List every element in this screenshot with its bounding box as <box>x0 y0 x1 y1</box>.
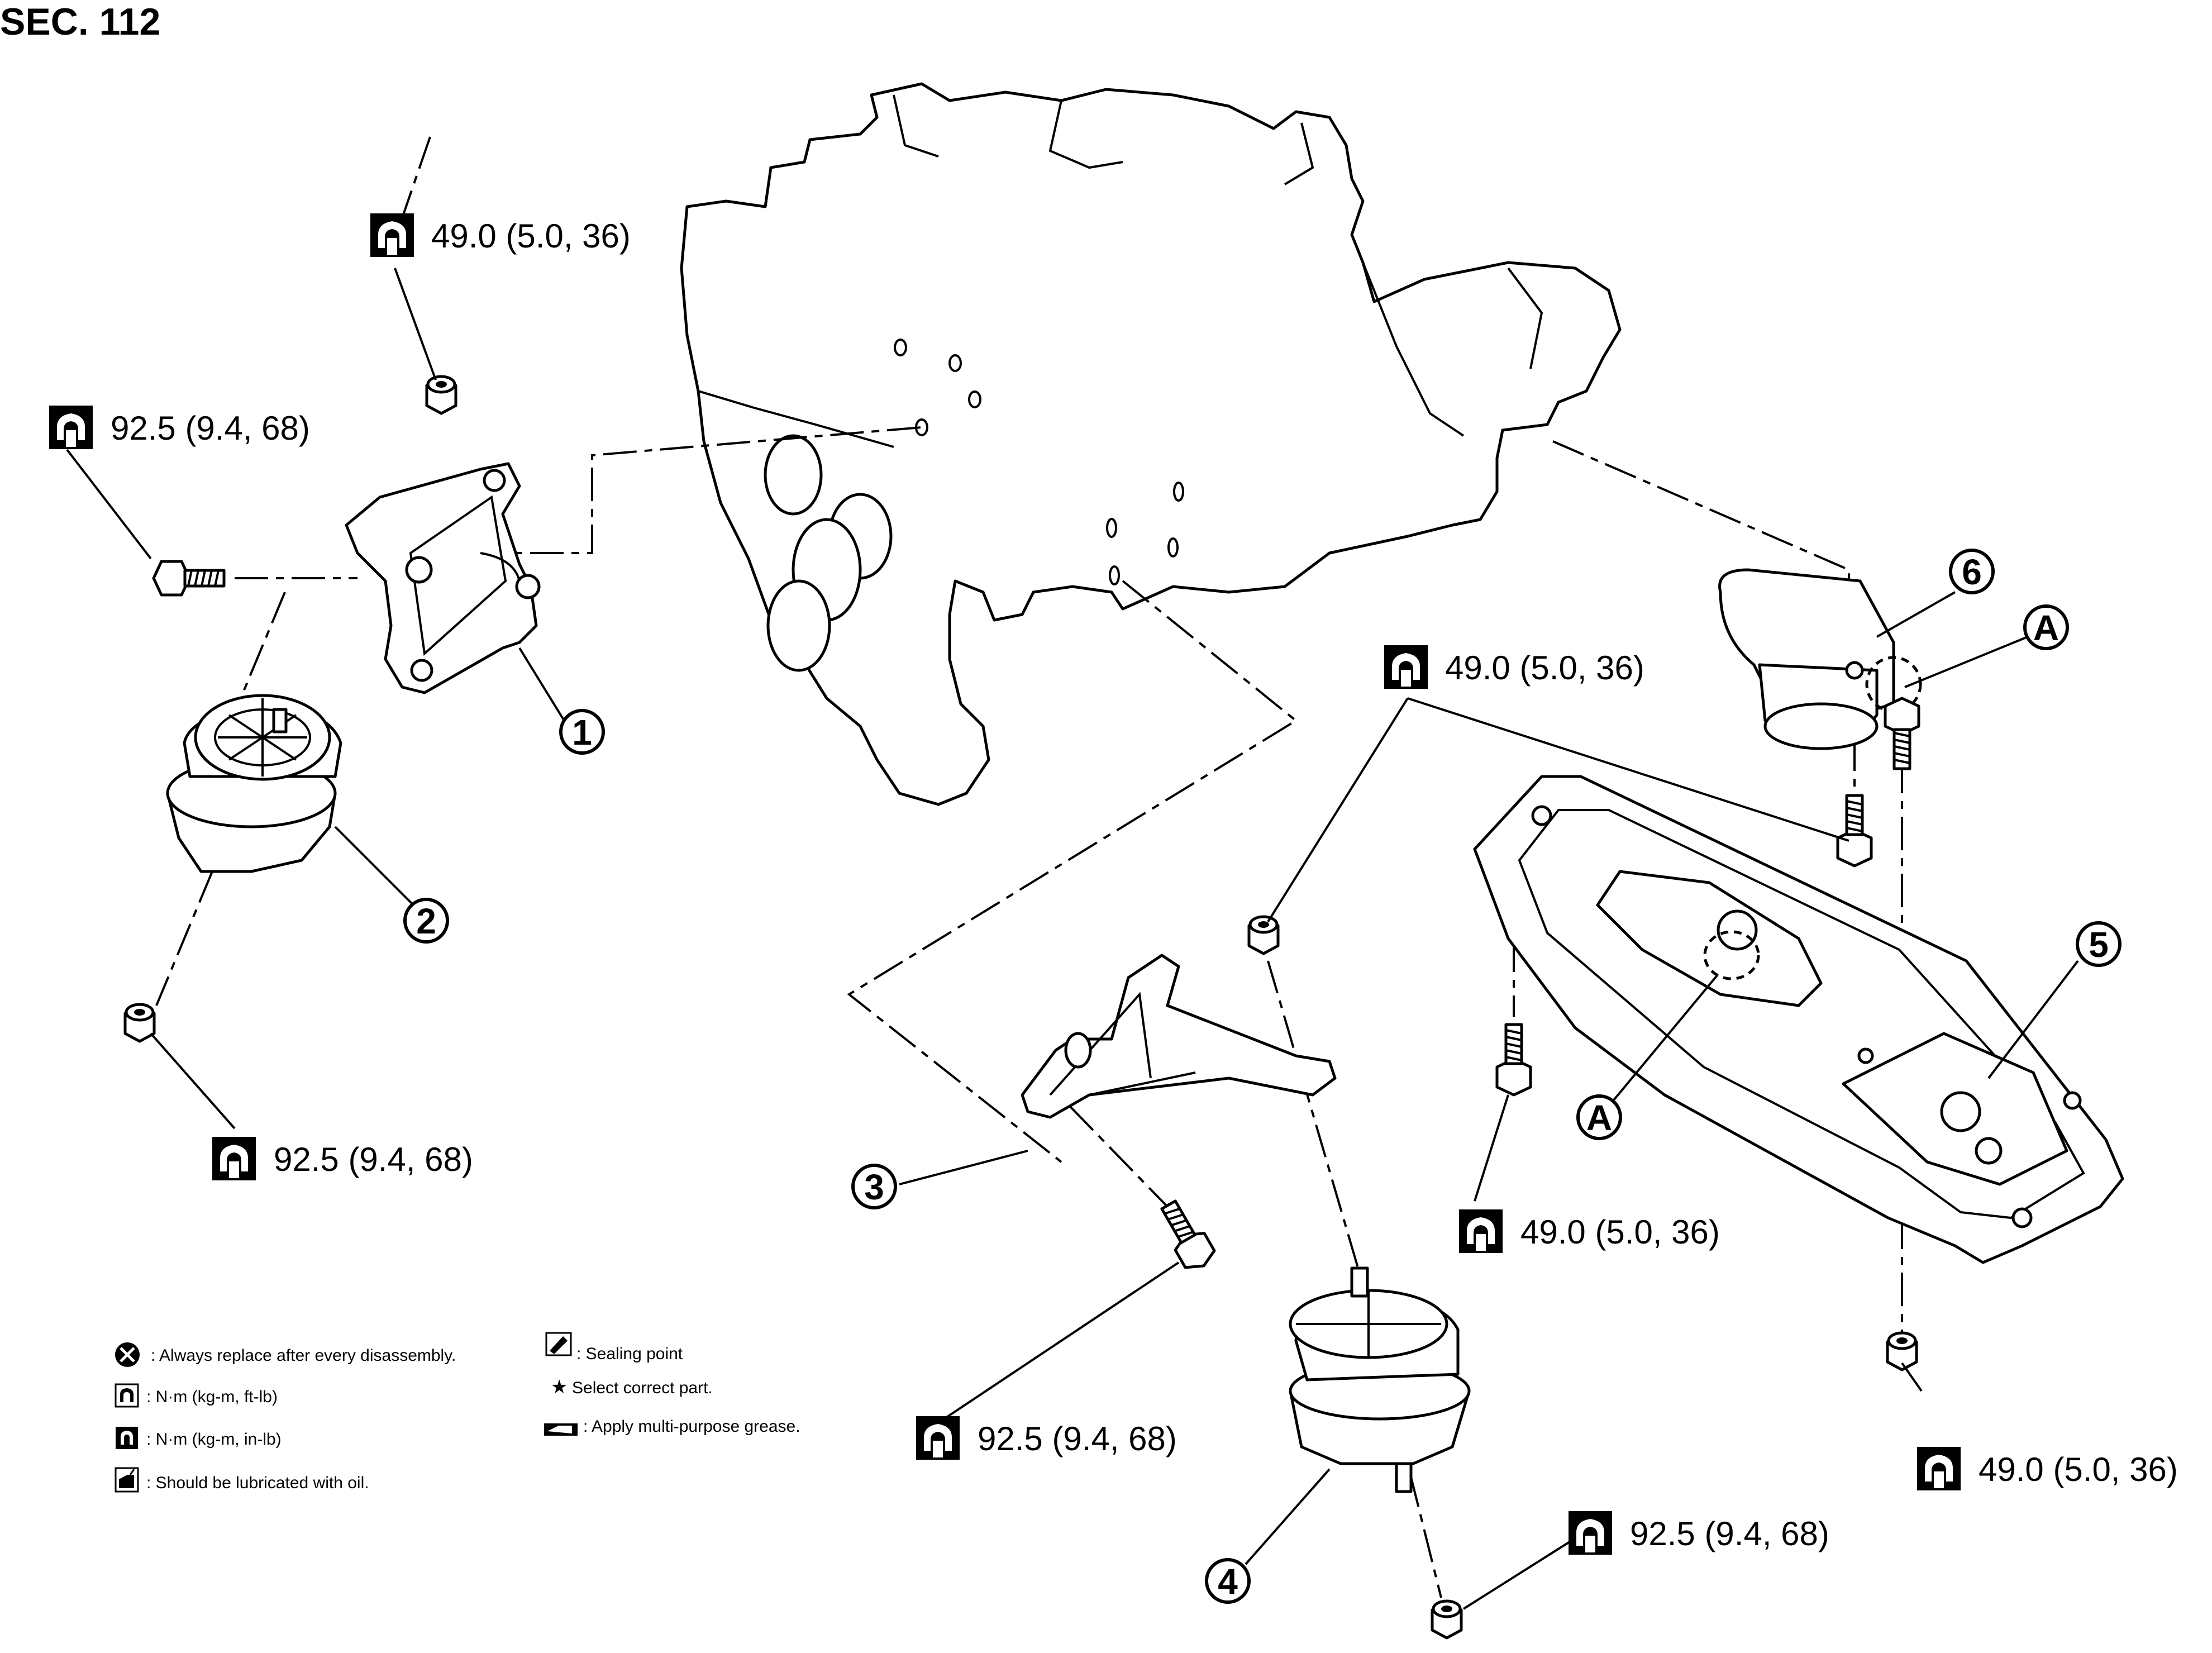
star-icon: ★ <box>551 1376 568 1398</box>
svg-text:3: 3 <box>864 1167 884 1207</box>
svg-text:92.5 (9.4, 68): 92.5 (9.4, 68) <box>274 1141 473 1178</box>
svg-text:49.0 (5.0, 36): 49.0 (5.0, 36) <box>1979 1451 2178 1488</box>
sealing-point-icon <box>545 1332 572 1356</box>
part-5-crossmember <box>1473 775 2124 1264</box>
part-2-insulator <box>166 694 342 873</box>
svg-text:: Should be lubricated with oi: : Should be lubricated with oil. <box>146 1474 369 1492</box>
bolt-part-6-down <box>1885 698 1919 769</box>
torque-wrench-icon <box>212 1137 256 1180</box>
legend: : Always replace after every disassembly… <box>115 1332 800 1493</box>
svg-text:92.5 (9.4, 68): 92.5 (9.4, 68) <box>1630 1515 1829 1552</box>
torque-wrench-icon <box>370 213 414 257</box>
svg-text:92.5 (9.4, 68): 92.5 (9.4, 68) <box>111 409 310 447</box>
part-1-front-bracket <box>345 462 541 694</box>
legend-item-sealing: : Sealing point <box>545 1332 683 1363</box>
torque-spec-7: 92.5 (9.4, 68) <box>1569 1511 1829 1555</box>
torque-wrench-inlb-icon <box>116 1427 138 1449</box>
torque-wrench-icon <box>1917 1447 1961 1490</box>
bolt-part-5-left <box>1497 1025 1531 1095</box>
bolt-part-3 <box>1154 1197 1218 1274</box>
torque-spec-5: 92.5 (9.4, 68) <box>916 1416 1177 1460</box>
svg-text:6: 6 <box>1962 552 1982 592</box>
torque-spec-6: 49.0 (5.0, 36) <box>1459 1209 1720 1253</box>
svg-text:: Sealing point: : Sealing point <box>576 1345 683 1363</box>
torque-wrench-icon <box>916 1416 960 1460</box>
callout-6: 6 <box>1949 549 1995 594</box>
svg-text:: Always replace after every d: : Always replace after every disassembly… <box>151 1346 456 1365</box>
bolt-part-1-side <box>154 561 224 595</box>
torque-spec-8: 49.0 (5.0, 36) <box>1917 1447 2178 1490</box>
torque-wrench-icon <box>49 406 93 449</box>
svg-text:A: A <box>2033 608 2059 648</box>
svg-text:Select correct part.: Select correct part. <box>572 1379 713 1397</box>
callout-3: 3 <box>851 1164 897 1209</box>
legend-item-replace: : Always replace after every disassembly… <box>115 1342 456 1367</box>
svg-text:1: 1 <box>572 712 592 752</box>
oil-can-icon <box>115 1467 139 1493</box>
torque-wrench-icon <box>1384 645 1428 689</box>
callout-1: 1 <box>559 709 605 755</box>
svg-text:: N·m (kg-m, in-lb): : N·m (kg-m, in-lb) <box>146 1430 282 1449</box>
svg-text:4: 4 <box>1218 1561 1238 1602</box>
nut-part-3-top <box>1249 917 1278 954</box>
legend-item-torque-ftlb: : N·m (kg-m, ft-lb) <box>115 1383 278 1408</box>
svg-text:: N·m (kg-m, ft-lb): : N·m (kg-m, ft-lb) <box>146 1388 278 1406</box>
torque-spec-2: 92.5 (9.4, 68) <box>49 406 310 449</box>
svg-text:49.0 (5.0, 36): 49.0 (5.0, 36) <box>1520 1213 1720 1251</box>
torque-wrench-icon <box>1569 1511 1612 1555</box>
legend-item-select-part: ★ Select correct part. <box>551 1376 713 1398</box>
svg-text:92.5 (9.4, 68): 92.5 (9.4, 68) <box>978 1420 1177 1457</box>
svg-text:49.0 (5.0, 36): 49.0 (5.0, 36) <box>431 217 631 255</box>
torque-spec-1: 49.0 (5.0, 36) <box>370 213 631 257</box>
callout-a-lower: A <box>1576 1094 1622 1140</box>
grease-icon <box>544 1423 578 1436</box>
torque-wrench-icon <box>115 1383 139 1408</box>
torque-spec-4: 49.0 (5.0, 36) <box>1384 645 1644 689</box>
legend-item-grease: : Apply multi-purpose grease. <box>544 1417 800 1436</box>
bolt-part-6 <box>1838 795 1871 866</box>
part-4-insulator <box>1289 1266 1471 1493</box>
svg-text:5: 5 <box>2089 925 2109 965</box>
svg-text:49.0 (5.0, 36): 49.0 (5.0, 36) <box>1445 649 1644 687</box>
callout-4: 4 <box>1205 1558 1251 1604</box>
callout-2: 2 <box>403 898 449 944</box>
legend-item-torque-inlb: : N·m (kg-m, in-lb) <box>116 1427 282 1449</box>
nut-part-4-bottom <box>1432 1601 1461 1638</box>
legend-item-oil: : Should be lubricated with oil. <box>115 1467 369 1493</box>
callout-a-upper: A <box>2023 604 2069 650</box>
callout-5: 5 <box>2076 921 2122 967</box>
svg-text:: Apply multi-purpose grease.: : Apply multi-purpose grease. <box>583 1417 800 1436</box>
torque-spec-3: 92.5 (9.4, 68) <box>212 1137 473 1180</box>
nut-part-2-bottom <box>125 1004 154 1041</box>
part-3-rear-bracket <box>1021 954 1337 1119</box>
svg-text:A: A <box>1586 1098 1612 1138</box>
nut-part-1-top <box>427 377 456 413</box>
torque-wrench-icon <box>1459 1209 1503 1253</box>
leader-lines <box>66 268 2079 1610</box>
grease-point-marker <box>1703 930 1760 980</box>
svg-text:2: 2 <box>416 901 436 941</box>
engine-assembly <box>680 82 1622 806</box>
section-title: SEC. 112 <box>0 1 160 43</box>
part-6-rear-mount <box>1718 568 1922 750</box>
replace-icon <box>115 1342 140 1367</box>
